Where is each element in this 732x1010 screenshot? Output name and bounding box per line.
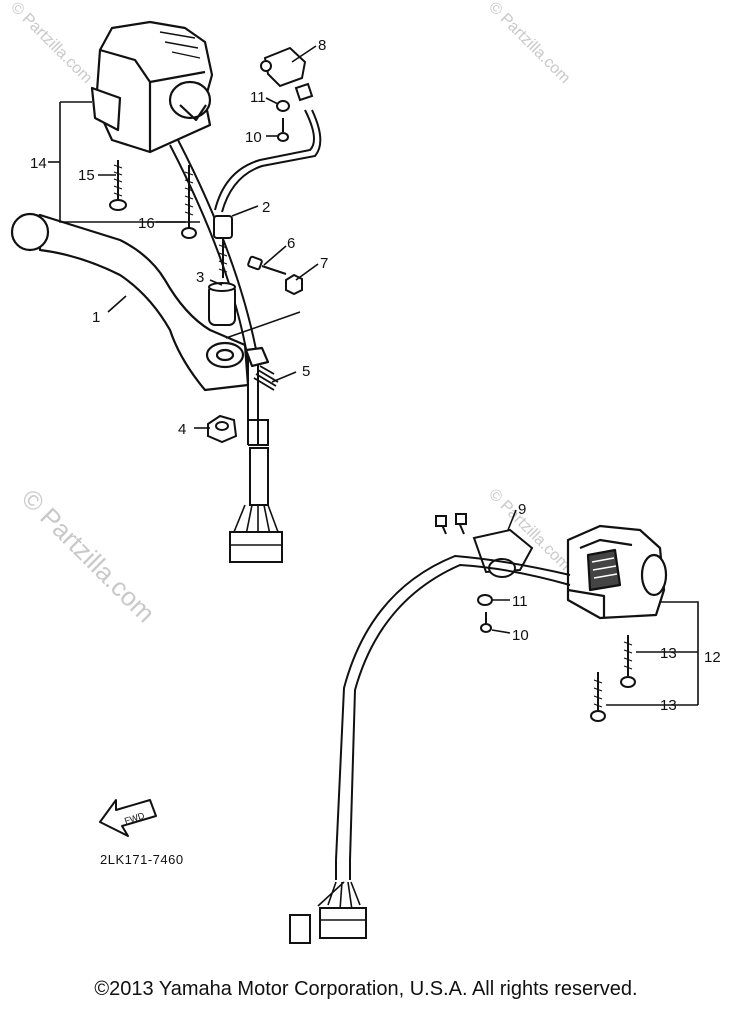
watermark-tile: © Partzilla.com <box>485 0 573 87</box>
callout-6: 6 <box>287 235 295 252</box>
screw-10-left <box>277 118 289 142</box>
right-wire-harness <box>289 554 571 944</box>
washer-11-right <box>477 594 493 606</box>
part-code: 2LK171-7460 <box>100 852 184 867</box>
callout-13-lower: 13 <box>660 697 677 714</box>
callout-14: 14 <box>30 155 47 172</box>
left-switch-housing <box>90 20 214 154</box>
callout-10-right: 10 <box>512 627 529 644</box>
switch-8 <box>260 46 314 102</box>
callout-11-left: 11 <box>250 89 266 106</box>
left-leaders <box>48 45 319 429</box>
callout-8: 8 <box>318 37 326 54</box>
callout-5: 5 <box>302 363 310 380</box>
callout-15: 15 <box>78 167 95 184</box>
washer-11-left <box>276 100 290 112</box>
callout-labels: 1 2 3 4 5 6 7 8 9 10 10 11 11 12 13 13 1… <box>30 37 721 714</box>
bolt-2 <box>213 215 233 278</box>
callout-11-right: 11 <box>512 593 528 610</box>
spring-5 <box>253 365 279 391</box>
callout-3: 3 <box>196 269 204 286</box>
callout-4: 4 <box>178 421 186 438</box>
screw-13-upper <box>620 635 636 688</box>
callout-1: 1 <box>92 309 100 326</box>
watermark-tile: © Partzilla.com <box>7 0 95 87</box>
fwd-arrow-icon: FWD <box>99 799 157 837</box>
right-switch-housing <box>566 524 668 620</box>
copyright-notice: ©2013 Yamaha Motor Corporation, U.S.A. A… <box>94 978 638 1000</box>
callout-7: 7 <box>320 255 328 272</box>
bolt-6 <box>247 255 287 275</box>
screw-16 <box>181 165 197 239</box>
right-leaders <box>491 509 699 706</box>
nut-7 <box>285 273 303 296</box>
nut-4 <box>207 414 238 444</box>
callout-2: 2 <box>262 199 270 216</box>
screw-13-lower <box>590 672 606 722</box>
screw-15 <box>109 160 127 211</box>
lever-1 <box>10 212 270 392</box>
callout-10-left: 10 <box>245 129 262 146</box>
screw-10-right <box>480 612 492 633</box>
collar-3 <box>208 282 236 326</box>
callout-9: 9 <box>518 501 526 518</box>
callout-12: 12 <box>704 649 721 666</box>
watermark-main: © Partzilla.com <box>16 483 161 628</box>
switch-8-wires <box>214 109 322 213</box>
callout-16: 16 <box>138 215 155 232</box>
callout-13-upper: 13 <box>660 645 677 662</box>
